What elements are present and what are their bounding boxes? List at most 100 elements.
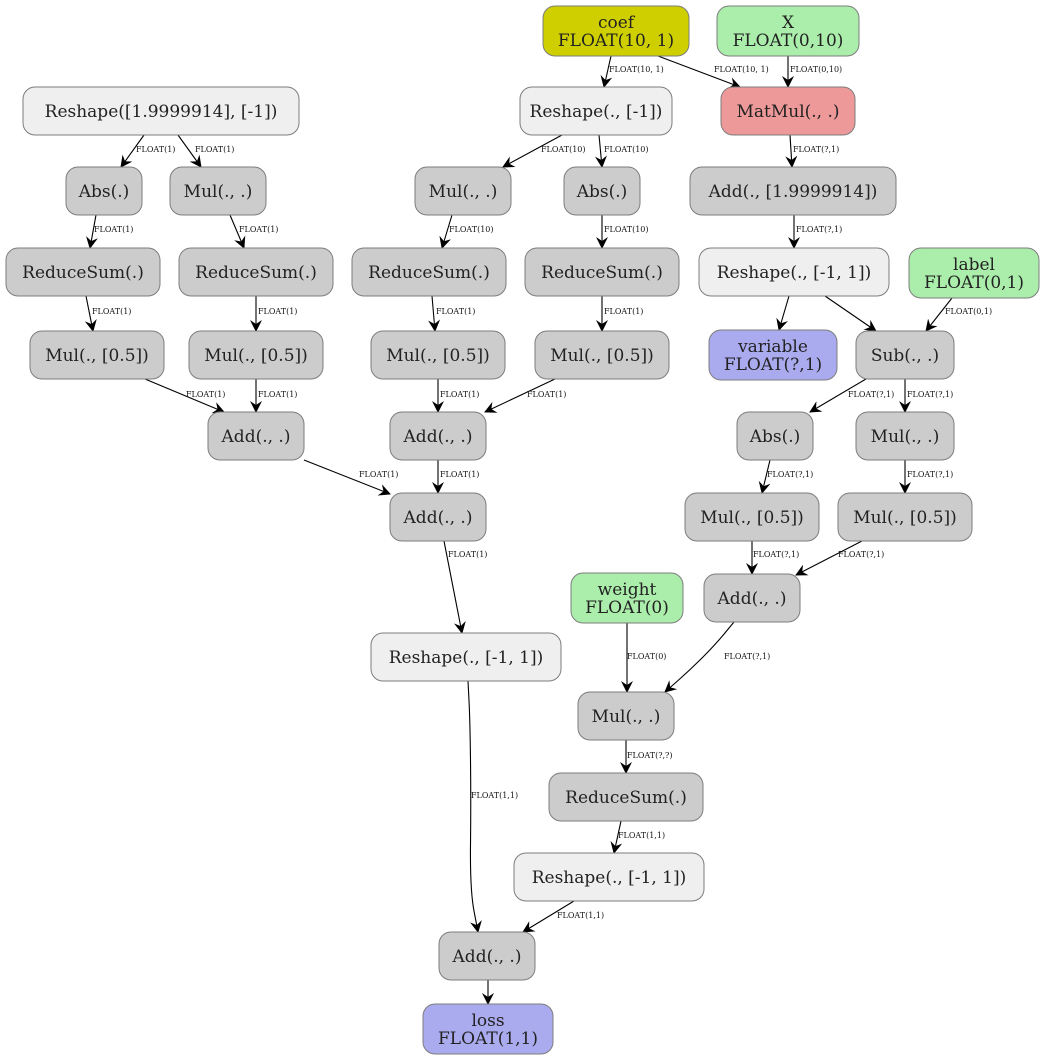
node-op-label: Reshape(., [-1, 1]) — [717, 263, 872, 283]
node-mul1[interactable]: Mul(., .) — [169, 166, 267, 216]
edge-add3-to-reshape_reg: FLOAT(1) — [443, 540, 487, 634]
node-mulw[interactable]: Mul(., .) — [577, 691, 675, 741]
node-name: X — [782, 13, 795, 33]
node-type: FLOAT(1,1) — [438, 1029, 538, 1049]
node-add1[interactable]: Add(., .) — [207, 411, 305, 461]
edge-abs2-to-rsum4: FLOAT(10) — [596, 215, 649, 249]
node-add4[interactable]: Add(., .) — [703, 573, 801, 623]
node-name: loss — [471, 1011, 504, 1031]
node-box — [855, 411, 955, 461]
edge-label: FLOAT(0,1) — [945, 307, 992, 316]
edge-reshape_pred-to-sub — [824, 295, 877, 332]
edge-coef-to-reshape_coef: FLOAT(10, 1) — [600, 55, 664, 88]
edge-arrow — [795, 540, 863, 576]
edge-abs1-to-rsum1: FLOAT(1) — [86, 214, 133, 249]
node-matmul[interactable]: MatMul(., .) — [720, 86, 856, 136]
node-op-label: ReduceSum(.) — [195, 263, 317, 283]
node-box — [689, 166, 897, 216]
node-mh5[interactable]: Mul(., [0.5]) — [684, 492, 820, 542]
node-mh4[interactable]: Mul(., [0.5]) — [534, 330, 670, 380]
edge-label: FLOAT(10) — [541, 145, 586, 154]
node-rsum4[interactable]: ReduceSum(.) — [524, 247, 680, 297]
node-mh3[interactable]: Mul(., [0.5]) — [370, 330, 506, 380]
node-box — [534, 330, 670, 380]
node-sub[interactable]: Sub(., .) — [855, 330, 955, 380]
edge-abs3-to-mh5: FLOAT(?,1) — [758, 459, 813, 494]
node-add_bias[interactable]: Add(., [1.9999914]) — [689, 166, 897, 216]
edge-arrow — [229, 214, 246, 249]
node-reshape_reg[interactable]: Reshape(., [-1, 1]) — [370, 632, 562, 682]
edge-arrow — [809, 378, 867, 413]
node-reshape_pred[interactable]: Reshape(., [-1, 1]) — [698, 247, 890, 297]
node-op-label: Abs(.) — [576, 182, 628, 202]
node-name: label — [953, 255, 995, 275]
edge-arrow — [177, 134, 202, 168]
node-op-label: Mul(., [0.5]) — [700, 508, 804, 528]
node-mul2[interactable]: Mul(., .) — [414, 166, 512, 216]
node-mh6[interactable]: Mul(., [0.5]) — [837, 492, 973, 542]
edge-arrow — [824, 295, 877, 332]
node-box — [422, 1003, 554, 1055]
node-add2[interactable]: Add(., .) — [389, 411, 487, 461]
edge-label: FLOAT(1) — [195, 145, 234, 154]
node-box — [370, 330, 506, 380]
edge-matmul-to-add_bias: FLOAT(?,1) — [785, 134, 839, 168]
edge-arrow — [594, 134, 607, 168]
node-reshape_err[interactable]: Reshape(., [-1, 1]) — [513, 852, 705, 902]
edge-arrow — [502, 134, 563, 168]
edge-label: FLOAT(?,1) — [907, 390, 953, 399]
node-box — [524, 247, 680, 297]
edge-label: FLOAT(1) — [92, 307, 131, 316]
edge-rsum1-to-mh1: FLOAT(1) — [84, 295, 131, 332]
node-name: weight — [598, 580, 657, 600]
node-box — [570, 572, 684, 624]
edge-label: FLOAT(1) — [258, 307, 297, 316]
node-box — [389, 411, 487, 461]
node-op-label: Add(., .) — [403, 508, 473, 528]
node-op-label: Mul(., .) — [592, 707, 661, 727]
edge-coef-to-matmul: FLOAT(10, 1) — [657, 55, 769, 89]
edge-arrow — [484, 378, 556, 413]
node-op-label: ReduceSum(.) — [368, 263, 490, 283]
node-rsum5[interactable]: ReduceSum(.) — [548, 772, 704, 822]
edge-mh3-to-add2: FLOAT(1) — [432, 379, 479, 413]
node-rsum2[interactable]: ReduceSum(.) — [178, 247, 334, 297]
node-box — [837, 492, 973, 542]
edge-label: FLOAT(1) — [258, 390, 297, 399]
node-rsum1[interactable]: ReduceSum(.) — [5, 247, 161, 297]
edge-label: FLOAT(1) — [527, 390, 566, 399]
edge-label: FLOAT(1) — [94, 225, 133, 234]
node-abs3[interactable]: Abs(.) — [736, 411, 814, 461]
edge-mh5-to-add4: FLOAT(?,1) — [746, 541, 799, 575]
edge-rsum3-to-mh3: FLOAT(1) — [428, 295, 475, 332]
edge-mh4-to-add2: FLOAT(1) — [484, 378, 566, 413]
edge-arrow — [522, 900, 575, 933]
node-rsum3[interactable]: ReduceSum(.) — [351, 247, 507, 297]
node-abs1[interactable]: Abs(.) — [65, 166, 143, 216]
node-box — [698, 247, 890, 297]
node-type: FLOAT(0,1) — [924, 273, 1024, 293]
node-box — [548, 772, 704, 822]
node-mh2[interactable]: Mul(., [0.5]) — [188, 330, 324, 380]
node-box — [414, 166, 512, 216]
edge-add4-to-mulw: FLOAT(?,1) — [664, 621, 770, 693]
edge-mh6-to-add4: FLOAT(?,1) — [795, 540, 884, 576]
node-abs2[interactable]: Abs(.) — [563, 166, 641, 216]
node-op-label: Mul(., [0.5]) — [45, 346, 149, 366]
node-mul3[interactable]: Mul(., .) — [855, 411, 955, 461]
node-mh1[interactable]: Mul(., [0.5]) — [29, 330, 165, 380]
node-add_final[interactable]: Add(., .) — [438, 931, 536, 981]
node-add3[interactable]: Add(., .) — [389, 492, 487, 542]
node-op-label: Reshape(., [-1, 1]) — [532, 868, 687, 888]
node-reshape_const[interactable]: Reshape([1.9999914], [-1]) — [22, 86, 300, 136]
node-reshape_coef[interactable]: Reshape(., [-1]) — [519, 86, 673, 136]
node-op-label: Abs(.) — [78, 182, 130, 202]
node-op-label: Reshape(., [-1]) — [530, 102, 663, 122]
node-type: FLOAT(?,1) — [724, 355, 822, 375]
